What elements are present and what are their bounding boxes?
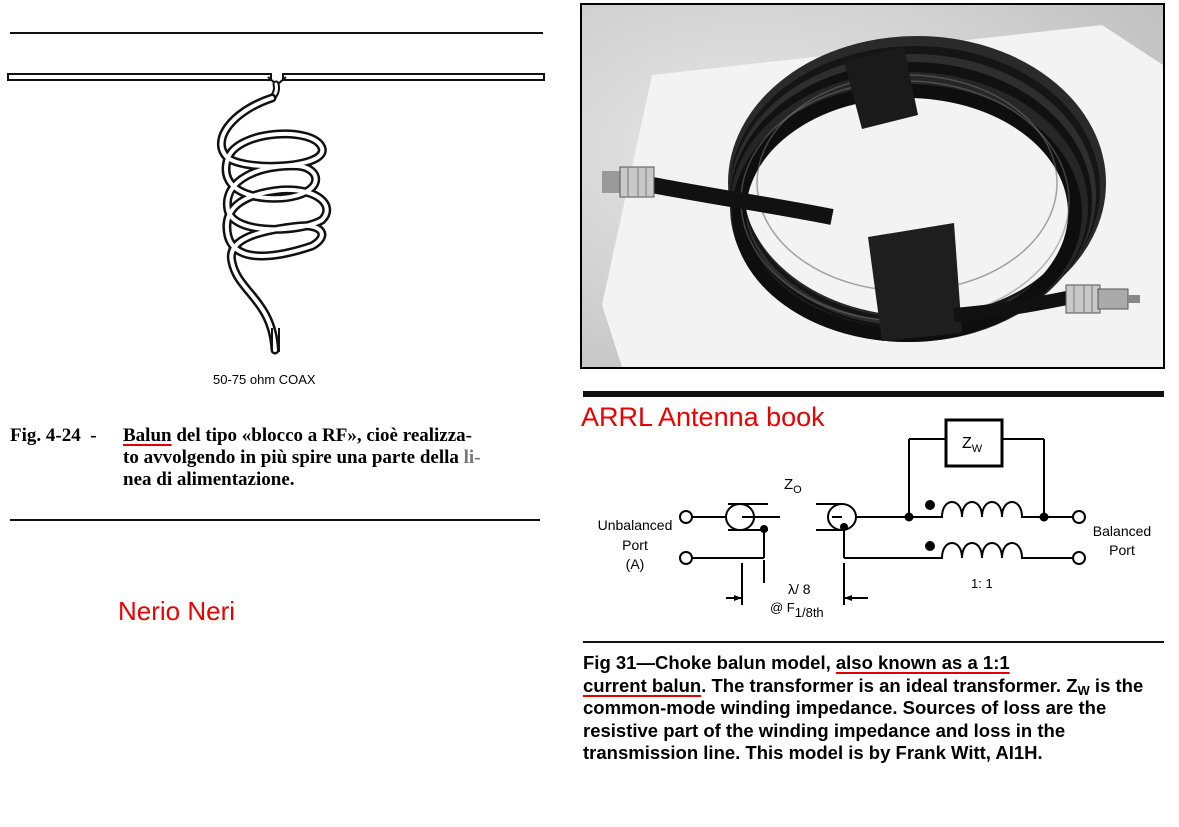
fig31-text-a: Fig 31—Choke balun model,	[583, 652, 836, 673]
terminal-bal-bottom	[1072, 551, 1086, 565]
caption-rule	[583, 641, 1164, 643]
lambda-label: λ/ 8	[788, 581, 811, 597]
unbalanced-port-line2: Port	[622, 537, 648, 553]
caption-line3: nea di alimentazione.	[123, 469, 295, 490]
winding-bottom	[844, 542, 1072, 559]
coax-end	[271, 328, 280, 352]
frequency-label: @ F1/8th	[770, 600, 824, 620]
fig31-zw-sub: W	[1077, 682, 1090, 698]
tape-top	[844, 47, 918, 129]
terminal-unbal-bottom	[679, 551, 693, 565]
fig31-underlined-b: current balun	[583, 674, 702, 696]
turns-ratio-label: 1: 1	[971, 576, 993, 591]
fig31-text-b: . The transformer is an ideal transforme…	[701, 674, 1062, 696]
caption-line1: del tipo «blocco a RF», cioè realizza-	[171, 425, 473, 446]
caption-number: Fig. 4-24 -	[10, 425, 97, 446]
fig-4-24-caption: Fig. 4-24 - Balun del tipo «blocco a RF»…	[10, 425, 545, 491]
fig-31-caption: Fig 31—Choke balun model, also known as …	[583, 652, 1173, 765]
source-arrl-antenna-book: ARRL Antenna book	[581, 402, 825, 432]
bottom-rule	[10, 519, 540, 521]
polarity-dot-top	[925, 500, 935, 510]
choke-balun-schematic: ZW ZO Unbalanced Port (A) Balanced Port …	[598, 418, 1151, 620]
polarity-dot-bottom	[925, 541, 935, 551]
unbalanced-port-line3: (A)	[626, 556, 645, 572]
antenna-wire	[7, 73, 545, 85]
junction-dot	[904, 512, 914, 522]
photo-illustration	[582, 5, 1163, 367]
unbalanced-port-line1: Unbalanced	[598, 517, 673, 533]
balun-coil-drawing	[7, 73, 545, 355]
fig31-text-c: is the common-mode winding impedance. So…	[583, 674, 1144, 764]
pl259-connector-left	[602, 166, 655, 198]
tape-bottom	[868, 223, 962, 341]
author-nerio-neri: Nerio Neri	[118, 596, 236, 626]
arrowhead-right	[844, 595, 852, 601]
fig31-underlined-a: also known as a 1:1	[835, 652, 1010, 673]
zw-label: ZW	[962, 435, 983, 455]
caption-line2-end: li-	[463, 447, 481, 468]
coax-coil-photo	[580, 3, 1165, 369]
caption-line2: to avvolgendo in più spire una parte del…	[123, 447, 464, 468]
z0-label: ZO	[784, 476, 802, 496]
arrowhead-left	[734, 595, 742, 601]
fig31-zw: Z	[1066, 674, 1078, 696]
pl259-connector-right	[1065, 284, 1140, 314]
thick-rule	[583, 391, 1164, 397]
cable-end-left	[640, 175, 834, 225]
junction-dot	[760, 525, 768, 533]
terminal-unbal-top	[679, 510, 693, 524]
winding-top	[909, 501, 1072, 518]
junction-dot	[840, 523, 848, 531]
balanced-port-line1: Balanced	[1093, 523, 1151, 539]
balanced-port-line2: Port	[1109, 542, 1135, 558]
coax-coil	[216, 93, 332, 355]
coax-label: 50-75 ohm COAX	[213, 372, 316, 387]
zw-impedance-box	[944, 418, 1004, 468]
terminal-bal-top	[1072, 510, 1086, 524]
cable-end-right	[953, 290, 1074, 322]
top-rule	[10, 32, 543, 34]
junction-dot	[1039, 512, 1049, 522]
caption-balun-word: Balun	[123, 425, 172, 446]
